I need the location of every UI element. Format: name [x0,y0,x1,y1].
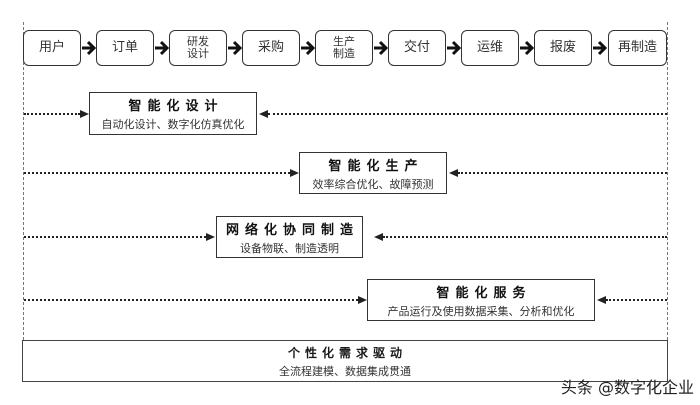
arrowhead-right-icon [80,110,89,118]
capability-smart-design: 智能化设计 自动化设计、数字化仿真优化 [89,92,257,135]
arrowhead-left-icon [597,296,606,304]
step-manufacturing: 生产制造 [315,30,373,66]
chevron-right-icon [301,40,316,56]
dotted-connector-right [383,236,667,238]
chevron-right-icon [520,40,535,56]
capability-title: 网络化协同制造 [225,222,359,238]
chevron-right-icon [593,40,608,56]
step-remanufacturing: 再制造 [608,30,667,66]
dotted-connector-left [24,113,80,115]
chevron-right-icon [82,40,97,56]
right-boundary-line [667,22,668,340]
foundation-desc: 全流程建模、数据集成贯通 [279,364,411,378]
step-delivery: 交付 [388,30,446,66]
dotted-connector-right [606,299,667,301]
capability-smart-production: 智能化生产 效率综合优化、故障预测 [299,152,447,194]
step-user: 用户 [23,30,81,66]
dotted-connector-left [24,236,206,238]
foundation-title: 个性化需求驱动 [287,345,407,360]
dotted-connector-right [268,113,667,115]
capability-smart-service: 智能化服务 产品运行及使用数据采集、分析和优化 [367,279,595,321]
capability-title: 智能化服务 [436,285,532,301]
arrowhead-left-icon [374,233,383,241]
capability-desc: 效率综合优化、故障预测 [312,177,434,191]
foundation-personalized-demand: 个性化需求驱动 全流程建模、数据集成贯通 [22,340,668,382]
left-boundary-line [23,22,24,340]
step-order: 订单 [96,30,154,66]
arrowhead-right-icon [290,169,299,177]
chevron-right-icon [228,40,243,56]
chevron-right-icon [447,40,462,56]
capability-networked-manufacturing: 网络化协同制造 设备物联、制造透明 [216,216,363,258]
capability-desc: 自动化设计、数字化仿真优化 [101,118,245,131]
step-scrap: 报废 [534,30,592,66]
arrowhead-right-icon [206,233,215,241]
step-procurement: 采购 [242,30,300,66]
step-operation: 运维 [461,30,519,66]
arrowhead-right-icon [358,296,367,304]
dotted-connector-left [24,299,358,301]
chevron-right-icon [155,40,170,56]
watermark: 头条 @数字化企业 [560,378,694,397]
step-rd-design: 研发设计 [169,30,227,66]
arrowhead-left-icon [259,110,268,118]
dotted-connector-left [24,172,290,174]
capability-desc: 产品运行及使用数据采集、分析和优化 [387,304,575,318]
chevron-right-icon [374,40,389,56]
arrowhead-left-icon [449,169,458,177]
capability-desc: 设备物联、制造透明 [240,241,339,255]
capability-title: 智能化设计 [128,99,224,114]
dotted-connector-right [458,172,667,174]
capability-title: 智能化生产 [328,158,424,174]
